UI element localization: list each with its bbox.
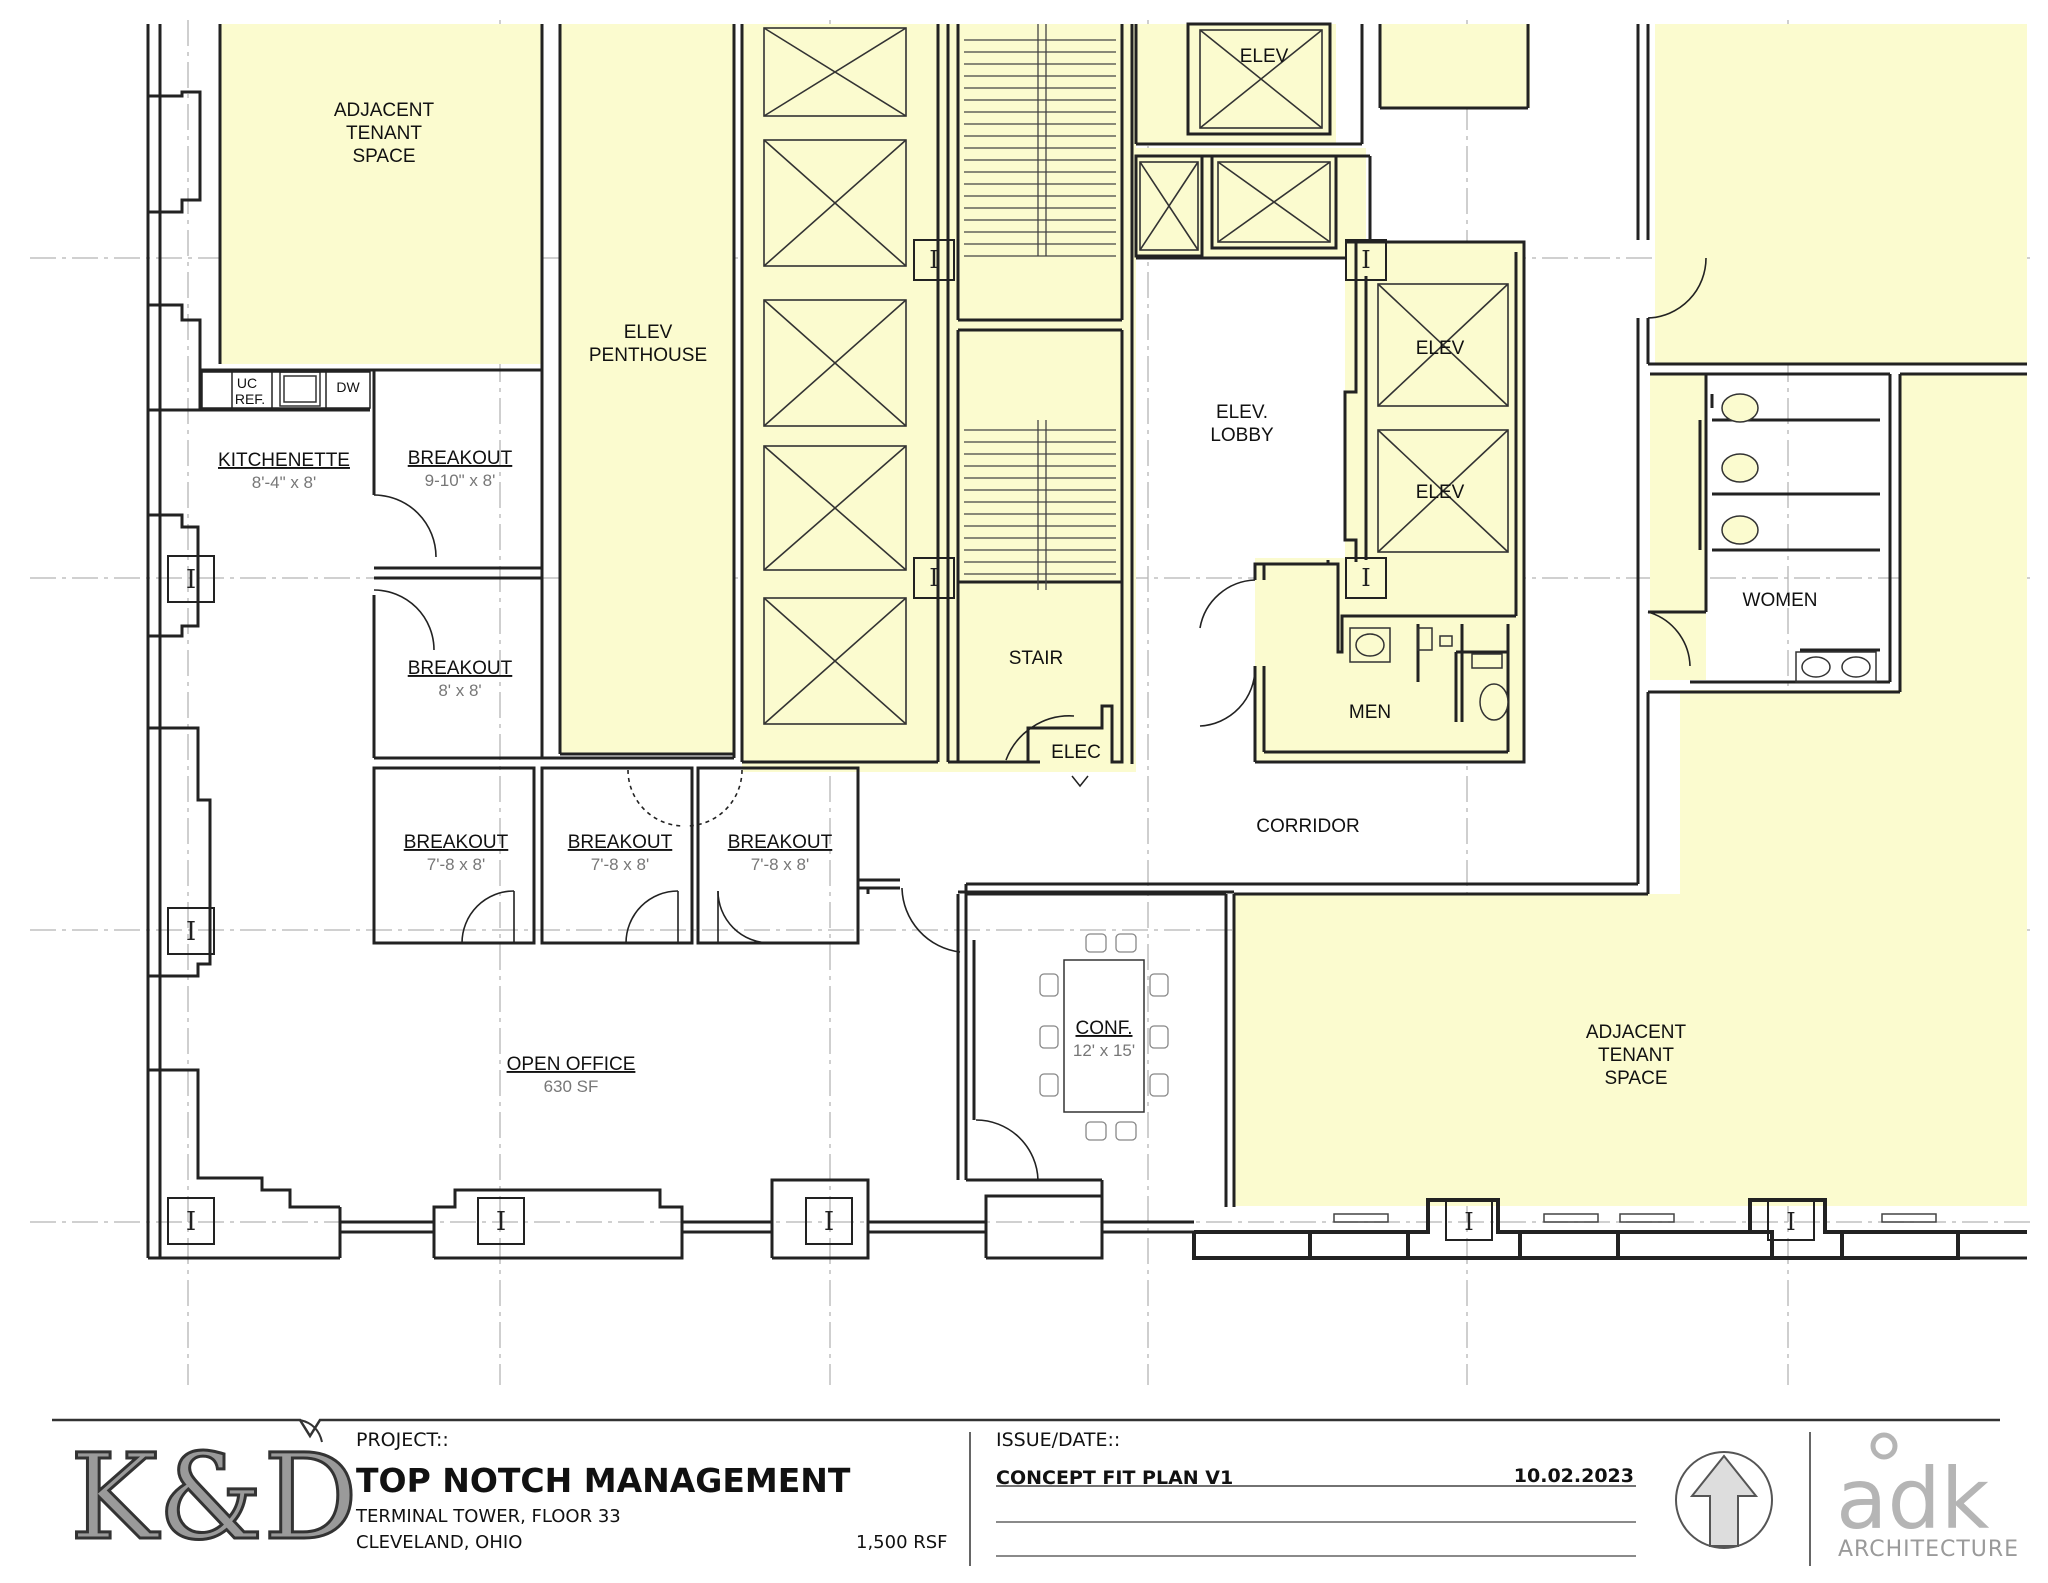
chair-icon [1039, 933, 1169, 1141]
label-elev-2: ELEV [1416, 482, 1465, 503]
label-breakout-3: BREAKOUT [404, 832, 509, 853]
label-breakout-1: BREAKOUT [408, 448, 513, 469]
label-dw: DW [336, 379, 360, 395]
label-elev-lobby: ELEV.LOBBY [1210, 402, 1274, 446]
label-breakout-2: BREAKOUT [408, 658, 513, 679]
elec-closet [1071, 775, 1089, 788]
column-icon: I I I I I I I I I I I [167, 239, 1815, 1245]
label-kitchenette: KITCHENETTE [218, 450, 350, 471]
conference-table [1063, 959, 1145, 1113]
label-conf: CONF. [1076, 1018, 1133, 1039]
svg-text:I: I [929, 564, 938, 592]
project-location-2: CLEVELAND, OHIO [356, 1532, 522, 1553]
title-block: K&D PROJECT:: TOP NOTCH MANAGEMENT TERMI… [52, 1418, 2019, 1568]
sink-icon [279, 371, 1877, 683]
label-stair: STAIR [1009, 648, 1064, 669]
dim-breakout-3: 7'-8 x 8' [427, 855, 485, 874]
kitchenette-counter [201, 371, 371, 409]
project-location-1: TERMINAL TOWER, FLOOR 33 [355, 1506, 621, 1527]
project-label: PROJECT:: [356, 1429, 449, 1451]
stair-treads [964, 24, 1116, 590]
dim-kitchenette: 8'-4" x 8' [252, 473, 317, 492]
label-breakout-4: BREAKOUT [568, 832, 673, 853]
svg-text:I: I [1464, 1208, 1473, 1236]
issue-name: CONCEPT FIT PLAN V1 [996, 1467, 1233, 1489]
elevator-shaft-icon [763, 27, 1509, 725]
dim-conf: 12' x 15' [1073, 1041, 1135, 1060]
window-sills [1333, 1213, 1937, 1223]
label-uc: UC [237, 375, 257, 391]
adk-logo: adk [1836, 1450, 1990, 1548]
issue-label: ISSUE/DATE:: [996, 1429, 1120, 1451]
svg-text:I: I [1786, 1208, 1795, 1236]
svg-text:I: I [496, 1207, 506, 1237]
dim-breakout-1: 9-10" x 8' [425, 471, 496, 490]
door-swing-icon [373, 257, 1707, 1181]
svg-text:I: I [186, 917, 196, 947]
adk-logo-sub: ARCHITECTURE [1838, 1537, 2019, 1562]
dim-breakout-4: 7'-8 x 8' [591, 855, 649, 874]
label-open-office: OPEN OFFICE [507, 1054, 636, 1075]
rentable-area: 1,500 RSF [856, 1532, 948, 1553]
svg-text:I: I [824, 1207, 834, 1237]
project-name: TOP NOTCH MANAGEMENT [356, 1461, 851, 1500]
label-corridor: CORRIDOR [1256, 816, 1359, 837]
svg-text:I: I [1361, 564, 1370, 592]
kd-logo: K&D [70, 1428, 358, 1566]
dim-breakout-2: 8' x 8' [438, 681, 481, 700]
label-elev-top: ELEV [1240, 46, 1289, 67]
svg-text:I: I [186, 565, 196, 595]
issue-date: 10.02.2023 [1514, 1465, 1634, 1487]
dim-open-office: 630 SF [544, 1077, 599, 1096]
title-block-border [52, 1418, 2000, 1439]
tenant-fills [220, 24, 2027, 1206]
north-arrow-icon [1675, 1451, 1773, 1549]
dim-breakout-5: 7'-8 x 8' [751, 855, 809, 874]
svg-text:I: I [186, 1207, 196, 1237]
label-elev-1: ELEV [1416, 338, 1465, 359]
label-breakout-5: BREAKOUT [728, 832, 833, 853]
label-ref: REF. [235, 391, 265, 407]
label-men: MEN [1349, 702, 1391, 723]
svg-text:I: I [1361, 246, 1370, 274]
toilet-icon [1471, 393, 1759, 721]
label-elec: ELEC [1051, 742, 1101, 763]
label-women: WOMEN [1743, 590, 1818, 611]
svg-text:I: I [929, 246, 938, 274]
